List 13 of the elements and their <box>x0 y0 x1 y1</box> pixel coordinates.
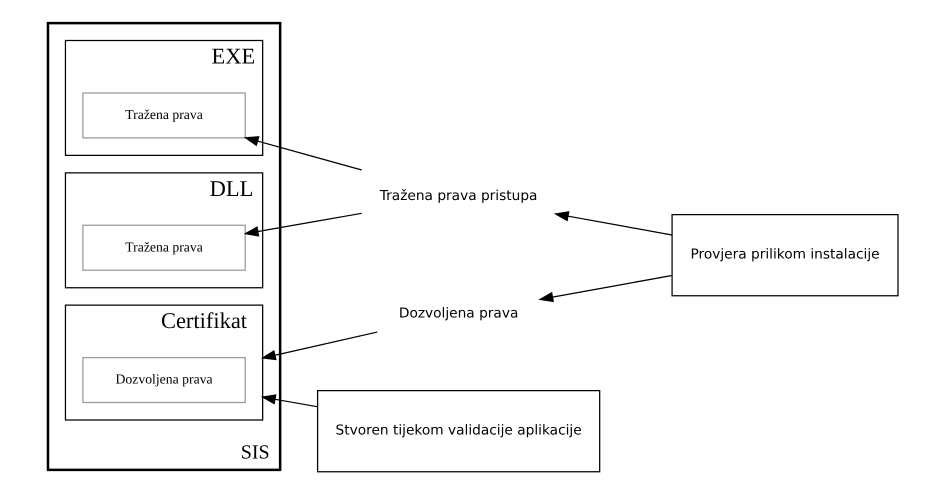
arrow <box>244 212 362 237</box>
node-text: Dozvoljena prava <box>398 305 518 322</box>
node-box: Provjera prilikom instalacije <box>671 214 899 296</box>
node-box: Tražena prava <box>82 224 246 271</box>
node-box: Dozvoljena prava <box>82 356 246 404</box>
node-box: Tražena prava <box>82 92 246 139</box>
node-text: Tražena prava pristupa <box>380 188 538 204</box>
arrow <box>244 136 362 171</box>
arrow <box>260 394 318 408</box>
arrow <box>554 211 672 236</box>
node-box: Stvoren tijekom validacije aplikacije <box>316 390 600 472</box>
arrow <box>538 274 672 302</box>
arrow <box>260 331 378 360</box>
